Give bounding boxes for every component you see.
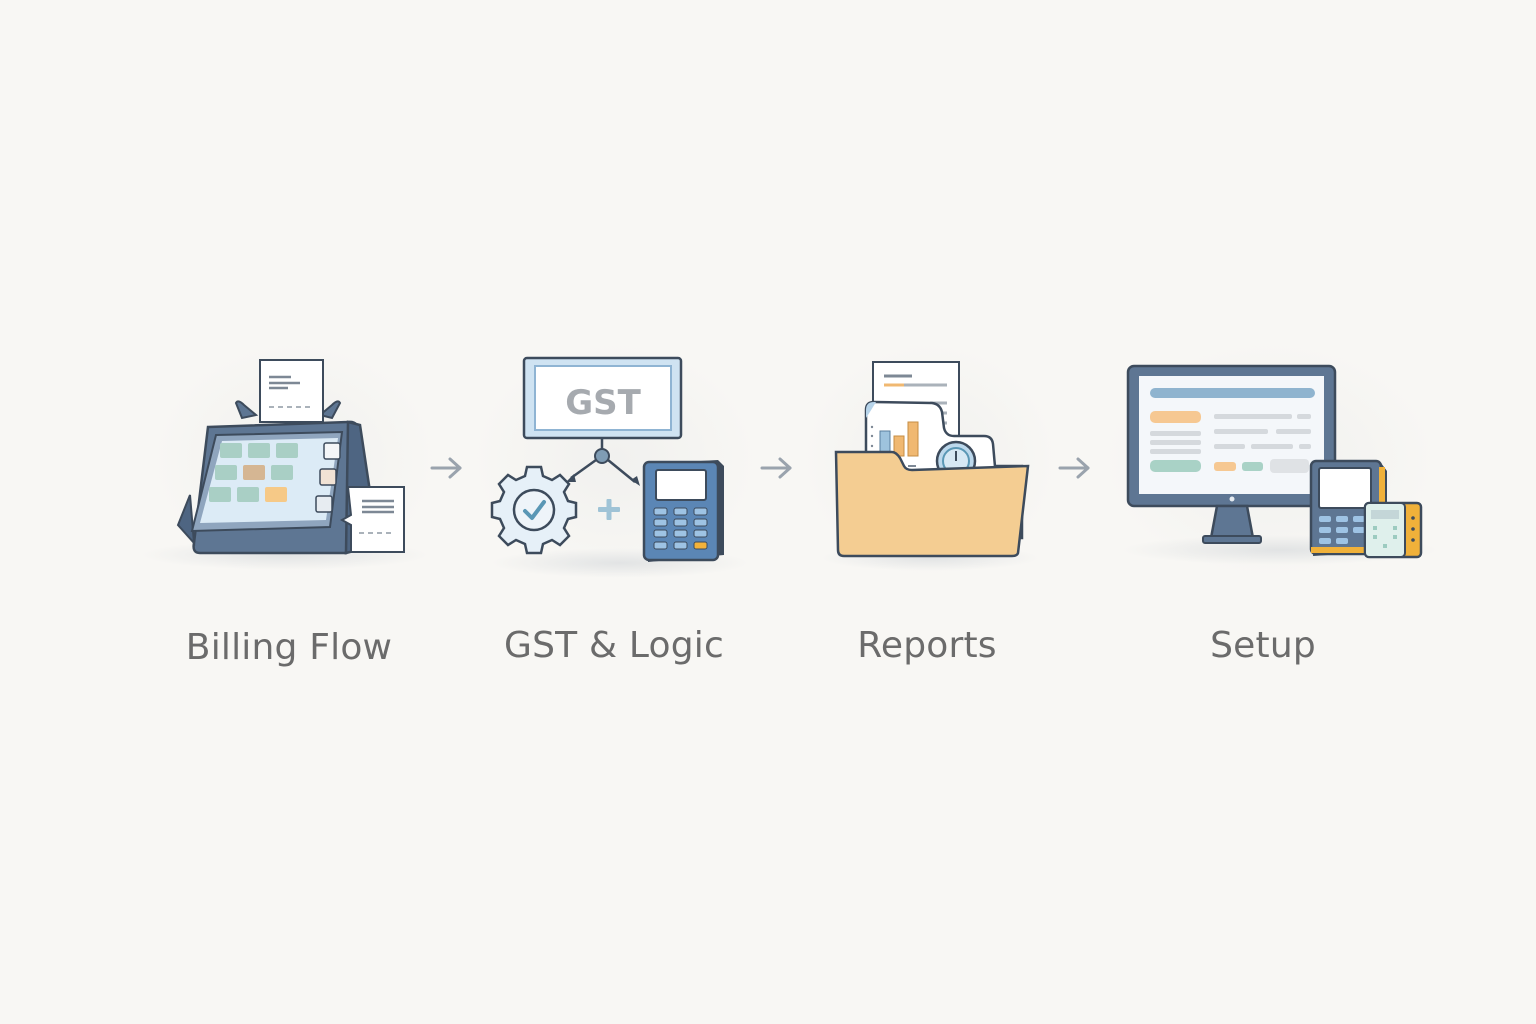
pos-terminal-icon bbox=[176, 359, 405, 555]
small-calculator-icon bbox=[1363, 501, 1423, 559]
step-label-reports: Reports bbox=[857, 625, 997, 666]
arrow-right-icon bbox=[1058, 456, 1092, 484]
gear-check-icon bbox=[490, 465, 578, 555]
step-label-billing-flow: Billing Flow bbox=[185, 627, 393, 668]
step-billing-flow[interactable] bbox=[170, 355, 420, 560]
step-reports[interactable] bbox=[832, 358, 1032, 563]
step-label-gst-logic: GST & Logic bbox=[504, 625, 724, 666]
arrow-right-icon bbox=[430, 456, 464, 484]
monitor-icon bbox=[1126, 364, 1337, 544]
gst-logic-icon: GST bbox=[490, 356, 724, 562]
calculator-icon bbox=[642, 460, 724, 562]
reports-folder-icon bbox=[834, 361, 1030, 558]
step-gst-logic[interactable]: GST bbox=[488, 352, 738, 567]
arrow-right-icon bbox=[760, 456, 794, 484]
step-label-setup: Setup bbox=[1210, 625, 1316, 666]
setup-devices-icon bbox=[1126, 364, 1423, 559]
step-setup[interactable] bbox=[1125, 363, 1425, 563]
gst-panel-text: GST bbox=[565, 383, 641, 423]
plus-icon bbox=[598, 499, 620, 520]
